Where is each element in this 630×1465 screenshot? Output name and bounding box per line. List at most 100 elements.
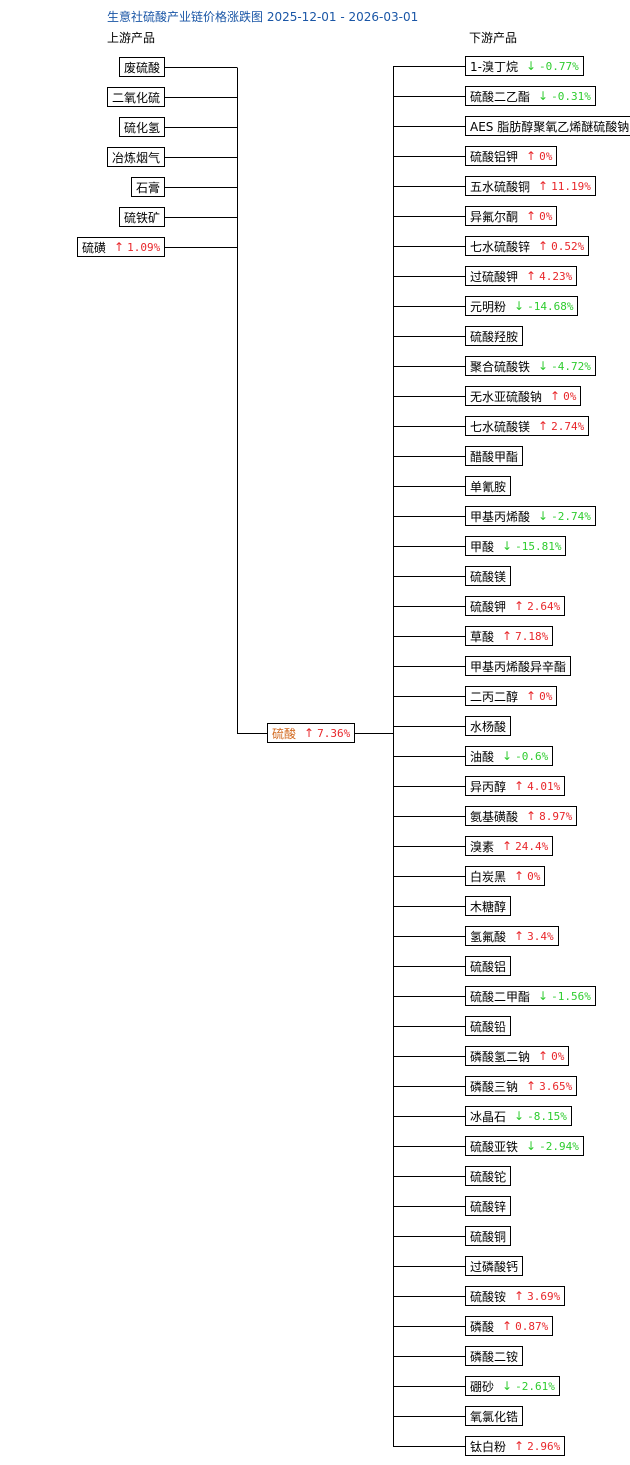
downstream-node[interactable]: 二丙二醇↑0% (465, 686, 558, 706)
downstream-node[interactable]: 硫酸铊 (465, 1166, 512, 1186)
downstream-node-label: 溴素 (470, 839, 495, 854)
downstream-node-label: 硫酸铵 (470, 1289, 507, 1304)
downstream-node[interactable]: 硼砂↓-2.61% (465, 1376, 560, 1396)
center-node-label: 硫酸 (272, 726, 297, 741)
upstream-node[interactable]: 二氧化硫 (107, 87, 166, 107)
downstream-node[interactable]: 硫酸二甲酯↓-1.56% (465, 986, 596, 1006)
downstream-node-label: 硫酸铊 (470, 1169, 507, 1184)
upstream-node[interactable]: 硫铁矿 (119, 207, 166, 227)
downstream-node[interactable]: 1-溴丁烷↓-0.77% (465, 56, 584, 76)
arrow-up-icon: ↑ (502, 839, 513, 853)
downstream-node[interactable]: 异氟尔酮↑0% (465, 206, 558, 226)
downstream-node[interactable]: 硫酸钾↑2.64% (465, 596, 566, 616)
downstream-node-change: -2.74% (551, 509, 591, 523)
downstream-node-label: 氢氟酸 (470, 929, 507, 944)
downstream-node-change: 3.65% (539, 1079, 573, 1093)
downstream-node-change: 0.87% (515, 1319, 549, 1333)
downstream-node[interactable]: 钛白粉↑2.96% (465, 1436, 566, 1456)
downstream-node[interactable]: 异丙醇↑4.01% (465, 776, 566, 796)
downstream-label: 下游产品 (469, 31, 518, 45)
downstream-node[interactable]: 氨基磺酸↑8.97% (465, 806, 578, 826)
downstream-node-label: 硫酸铝 (470, 959, 507, 974)
downstream-node-label: AES 脂肪醇聚氧乙烯醚硫酸钠 (470, 119, 630, 134)
downstream-node-label: 异氟尔酮 (470, 209, 519, 224)
downstream-node[interactable]: 甲酸↓-15.81% (465, 536, 567, 556)
downstream-node-label: 硫酸羟胺 (470, 329, 519, 344)
downstream-node[interactable]: 氧氯化锆 (465, 1406, 524, 1426)
downstream-node-change: 0% (563, 389, 577, 403)
downstream-node[interactable]: 无水亚硫酸钠↑0% (465, 386, 582, 406)
downstream-node-label: 过磷酸钙 (470, 1259, 519, 1274)
downstream-node-label: 元明粉 (470, 299, 507, 314)
downstream-node-label: 过硫酸钾 (470, 269, 519, 284)
upstream-node[interactable]: 石膏 (131, 177, 166, 197)
downstream-node[interactable]: 硫酸铵↑3.69% (465, 1286, 566, 1306)
downstream-node-label: 聚合硫酸铁 (470, 359, 531, 374)
downstream-node[interactable]: 硫酸羟胺 (465, 326, 524, 346)
downstream-node-label: 硫酸铅 (470, 1019, 507, 1034)
downstream-node[interactable]: 溴素↑24.4% (465, 836, 554, 856)
downstream-node[interactable]: 硫酸亚铁↓-2.94% (465, 1136, 584, 1156)
downstream-node-change: 0% (551, 1049, 565, 1063)
downstream-node-change: 0% (539, 209, 553, 223)
downstream-node-label: 甲基丙烯酸 (470, 509, 531, 524)
downstream-node[interactable]: 硫酸铝 (465, 956, 512, 976)
downstream-node[interactable]: 磷酸二铵 (465, 1346, 524, 1366)
arrow-up-icon: ↑ (526, 689, 537, 703)
downstream-node-label: 单氰胺 (470, 479, 507, 494)
downstream-node[interactable]: 硫酸锌 (465, 1196, 512, 1216)
arrow-up-icon: ↑ (514, 869, 525, 883)
upstream-node[interactable]: 硫磺↑1.09% (77, 237, 166, 257)
downstream-node[interactable]: 草酸↑7.18% (465, 626, 554, 646)
downstream-node[interactable]: 水杨酸 (465, 716, 512, 736)
upstream-node[interactable]: 冶炼烟气 (107, 147, 166, 167)
downstream-node-label: 冰晶石 (470, 1109, 507, 1124)
downstream-node-change: 7.18% (515, 629, 549, 643)
downstream-node-label: 氨基磺酸 (470, 809, 519, 824)
downstream-node-label: 钛白粉 (470, 1439, 507, 1454)
downstream-node[interactable]: 磷酸氢二钠↑0% (465, 1046, 570, 1066)
downstream-node[interactable]: 木糖醇 (465, 896, 512, 916)
arrow-up-icon: ↑ (514, 1439, 525, 1453)
downstream-node[interactable]: 白炭黑↑0% (465, 866, 546, 886)
downstream-node[interactable]: 硫酸铜 (465, 1226, 512, 1246)
arrow-down-icon: ↓ (502, 1379, 513, 1393)
arrow-up-icon: ↑ (526, 1079, 537, 1093)
downstream-node-label: 油酸 (470, 749, 495, 764)
downstream-node[interactable]: 元明粉↓-14.68% (465, 296, 579, 316)
arrow-down-icon: ↓ (514, 1109, 525, 1123)
arrow-down-icon: ↓ (525, 59, 537, 73)
downstream-node[interactable]: 单氰胺 (465, 476, 512, 496)
upstream-node[interactable]: 废硫酸 (119, 57, 166, 77)
downstream-node[interactable]: AES 脂肪醇聚氧乙烯醚硫酸钠 (465, 116, 630, 136)
upstream-node[interactable]: 硫化氢 (119, 117, 166, 137)
downstream-node[interactable]: 冰晶石↓-8.15% (465, 1106, 572, 1126)
downstream-node[interactable]: 五水硫酸铜↑11.19% (465, 176, 596, 196)
downstream-node-label: 五水硫酸铜 (470, 179, 531, 194)
downstream-node[interactable]: 硫酸铅 (465, 1016, 512, 1036)
downstream-node[interactable]: 醋酸甲酯 (465, 446, 524, 466)
downstream-node[interactable]: 过硫酸钾↑4.23% (465, 266, 578, 286)
downstream-node[interactable]: 硫酸镁 (465, 566, 512, 586)
downstream-node[interactable]: 磷酸三钠↑3.65% (465, 1076, 578, 1096)
downstream-node[interactable]: 磷酸↑0.87% (465, 1316, 554, 1336)
downstream-node-label: 水杨酸 (470, 719, 507, 734)
downstream-node[interactable]: 硫酸二乙酯↓-0.31% (465, 86, 596, 106)
downstream-node[interactable]: 油酸↓-0.6% (465, 746, 554, 766)
downstream-node[interactable]: 七水硫酸锌↑0.52% (465, 236, 590, 256)
arrow-up-icon: ↑ (550, 389, 561, 403)
downstream-node-change: -0.77% (539, 59, 579, 73)
downstream-node[interactable]: 七水硫酸镁↑2.74% (465, 416, 590, 436)
downstream-node[interactable]: 氢氟酸↑3.4% (465, 926, 559, 946)
upstream-node-label: 废硫酸 (124, 60, 161, 75)
downstream-node[interactable]: 聚合硫酸铁↓-4.72% (465, 356, 596, 376)
downstream-node[interactable]: 硫酸铝钾↑0% (465, 146, 558, 166)
arrow-up-icon: ↑ (538, 179, 549, 193)
downstream-node-change: 3.4% (527, 929, 554, 943)
downstream-node[interactable]: 过磷酸钙 (465, 1256, 524, 1276)
center-node[interactable]: 硫酸↑7.36% (267, 723, 356, 743)
downstream-node[interactable]: 甲基丙烯酸↓-2.74% (465, 506, 596, 526)
downstream-node-label: 硫酸锌 (470, 1199, 507, 1214)
downstream-node[interactable]: 甲基丙烯酸异辛酯 (465, 656, 572, 676)
